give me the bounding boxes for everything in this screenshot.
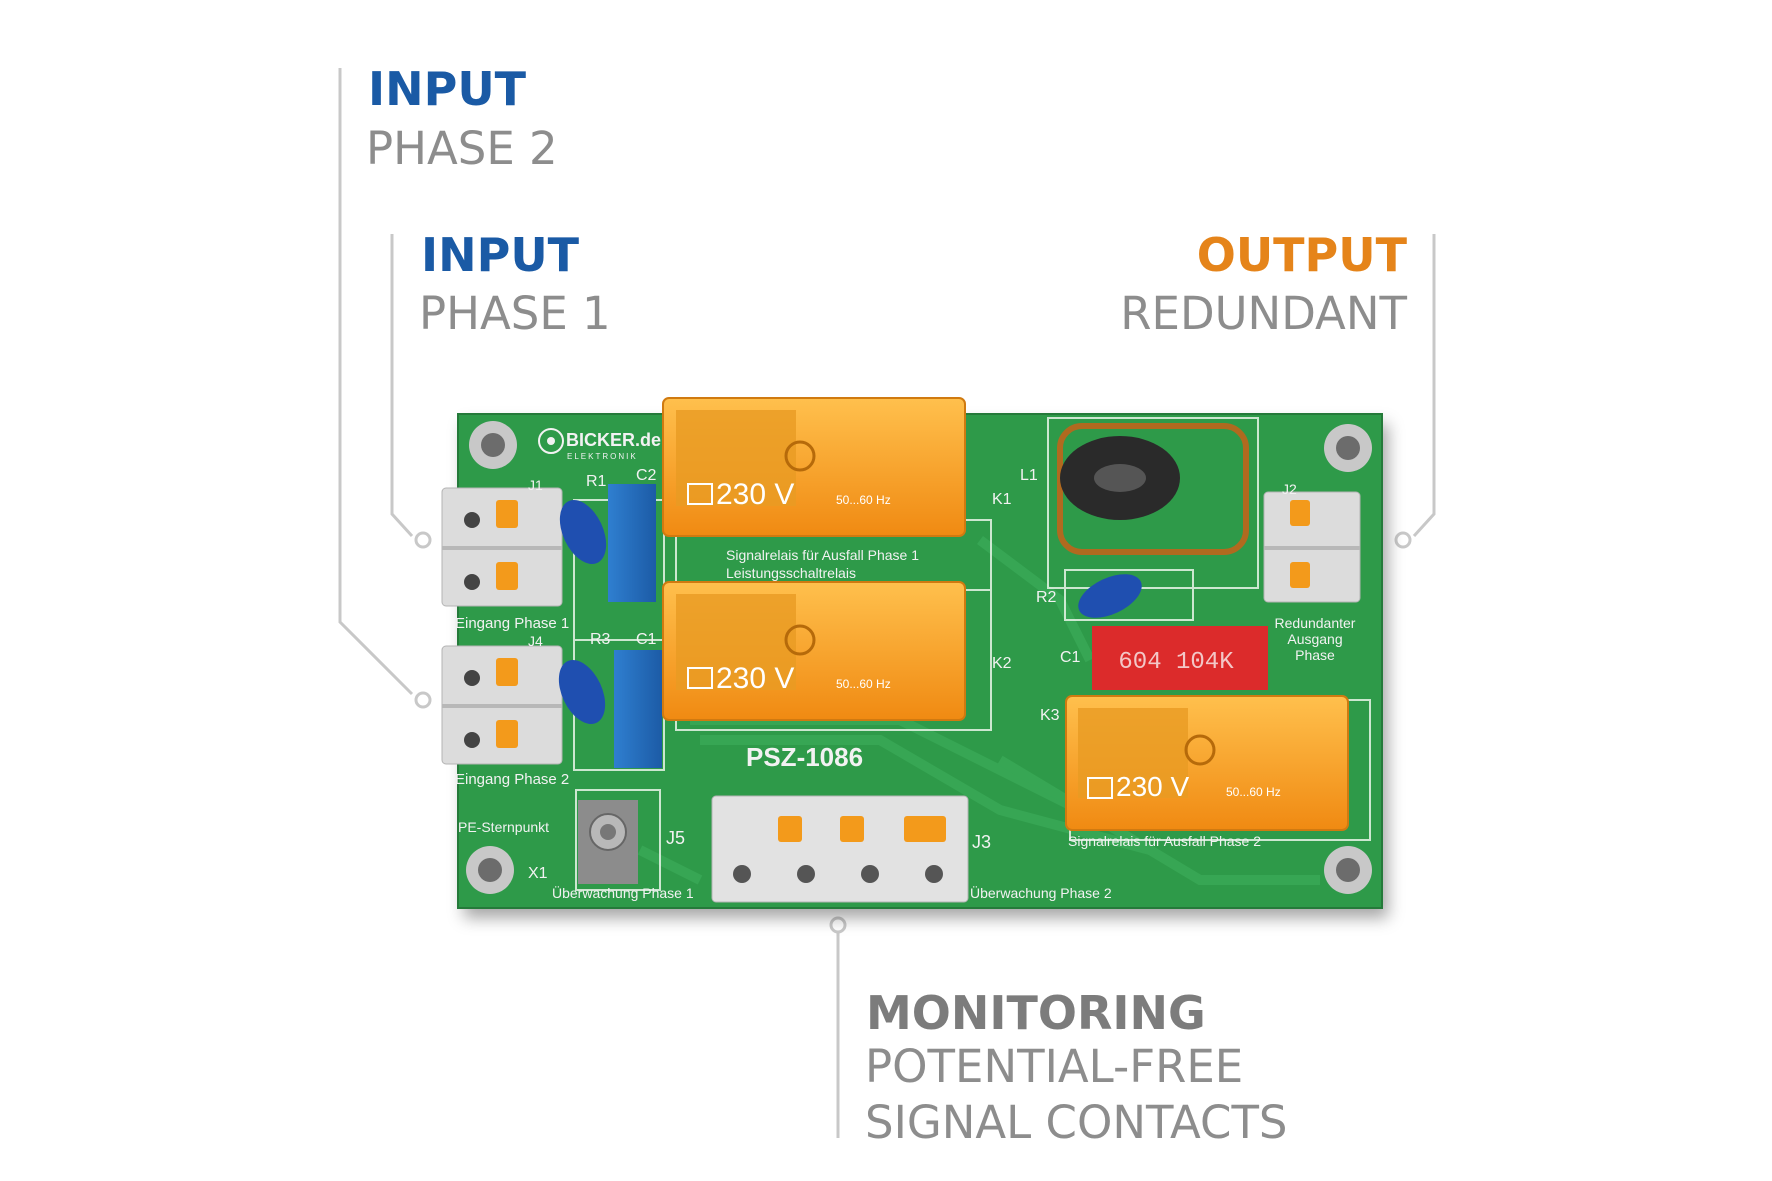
terminal-j3	[711, 795, 969, 903]
output-subtitle: REDUNDANT	[1120, 287, 1407, 340]
silk-eingang-1: Eingang Phase 1	[455, 615, 569, 632]
ref-r1: R1	[586, 473, 607, 490]
film-capacitor-c1-left	[614, 650, 662, 768]
bicker-logo: BICKER.de ELEKTRONIK	[538, 428, 661, 461]
input-phase2-title: INPUT	[368, 62, 527, 116]
terminal-j1	[441, 487, 563, 607]
inductor-l1	[1057, 423, 1249, 555]
mounting-holes	[466, 421, 1372, 894]
relay-k1-freq: 50...60 Hz	[836, 493, 891, 507]
silk-redundant-2: Ausgang	[1287, 631, 1342, 647]
ref-k2: K2	[992, 655, 1012, 672]
silk-redundant-3: Phase	[1295, 647, 1335, 663]
varistor-r2	[1078, 574, 1142, 618]
ref-k3: K3	[1040, 707, 1060, 724]
ref-j1: J1	[528, 477, 543, 493]
pe-bolt	[578, 800, 638, 884]
silk-ueberwachung-2: Überwachung Phase 2	[970, 884, 1112, 901]
leader-monitoring-dot	[829, 916, 847, 934]
silk-signal-2: Signalrelais für Ausfall Phase 2	[1068, 833, 1261, 849]
logo-sub: ELEKTRONIK	[567, 452, 638, 461]
leader-output	[1412, 234, 1436, 538]
silk-leistung: Leistungsschaltrelais	[726, 565, 856, 581]
monitoring-title: MONITORING	[866, 986, 1206, 1040]
callout-leaders	[338, 68, 1436, 1138]
silk-eingang-2: Eingang Phase 2	[455, 771, 569, 788]
relay-k2-rating: 230 V	[716, 662, 794, 695]
board-model: PSZ-1086	[746, 742, 863, 772]
ref-j4: J4	[528, 633, 543, 649]
leader-input-phase2-dot	[414, 691, 432, 709]
input-phase1-title: INPUT	[421, 228, 580, 282]
silk-redundant-1: Redundanter	[1275, 615, 1356, 631]
ref-j5: J5	[666, 828, 685, 848]
varistor-r1	[559, 500, 607, 564]
ref-c2: C2	[636, 467, 657, 484]
silk-ueberwachung-1: Überwachung Phase 1	[552, 884, 694, 901]
leader-output-dot	[1394, 531, 1412, 549]
ref-l1: L1	[1020, 467, 1038, 484]
relay-k1: 230 V 50...60 Hz	[662, 397, 966, 537]
relay-k3-rating: 230 V	[1116, 771, 1189, 802]
leader-input-phase2	[338, 68, 414, 696]
ref-r2: R2	[1036, 589, 1057, 606]
relay-k2-freq: 50...60 Hz	[836, 677, 891, 691]
ref-c1-left: C1	[636, 631, 657, 648]
ref-j3: J3	[972, 832, 991, 852]
film-capacitor-c2	[608, 484, 656, 602]
relay-k2: 230 V 50...60 Hz	[662, 581, 966, 721]
terminal-j2	[1263, 491, 1361, 603]
input-phase1-subtitle: PHASE 1	[419, 287, 611, 340]
leader-input-phase1	[390, 234, 414, 538]
monitoring-line1: POTENTIAL-FREE	[865, 1040, 1244, 1093]
monitoring-line2: SIGNAL CONTACTS	[865, 1096, 1288, 1149]
logo-text: BICKER.de	[566, 430, 661, 450]
ref-j2: J2	[1282, 481, 1297, 497]
ref-c1-right: C1	[1060, 649, 1081, 666]
relay-k3-freq: 50...60 Hz	[1226, 785, 1281, 799]
silk-pe: PE-Sternpunkt	[458, 819, 549, 835]
relay-k3: 230 V 50...60 Hz	[1065, 695, 1349, 831]
ref-r3: R3	[590, 631, 611, 648]
silk-signal-1: Signalrelais für Ausfall Phase 1	[726, 547, 919, 563]
varistor-r3	[558, 660, 606, 724]
relay-k1-rating: 230 V	[716, 478, 794, 511]
terminal-j4	[441, 645, 563, 765]
ref-x1: X1	[528, 865, 548, 882]
capacitor-c1-text: 604 104K	[1118, 649, 1234, 676]
leader-input-phase1-dot	[414, 531, 432, 549]
input-phase2-subtitle: PHASE 2	[366, 122, 558, 175]
capacitor-c1: 604 104K	[1092, 626, 1268, 690]
output-title: OUTPUT	[1196, 228, 1407, 282]
ref-k1: K1	[992, 491, 1012, 508]
